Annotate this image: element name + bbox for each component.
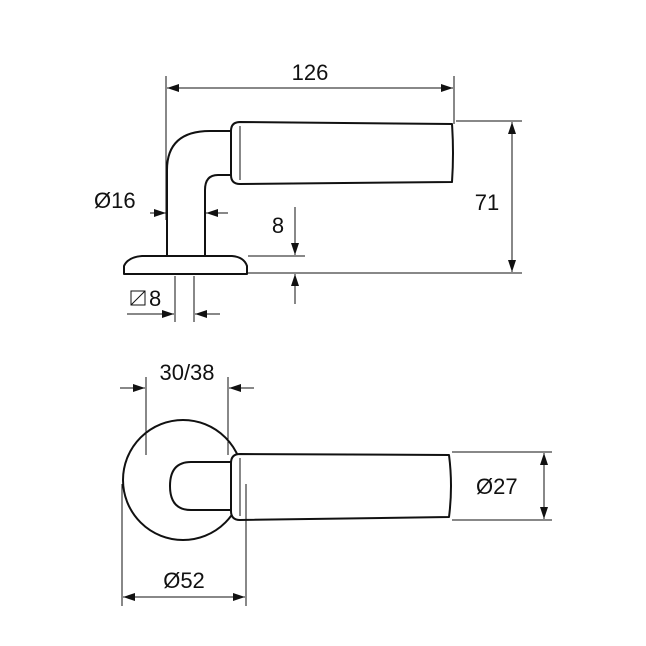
top-view bbox=[122, 419, 452, 541]
side-rose-base bbox=[123, 255, 248, 275]
length-label: 126 bbox=[292, 60, 329, 85]
dim-rose-offset: 8 bbox=[248, 207, 305, 304]
neck-diameter-label: Ø16 bbox=[94, 188, 136, 213]
dim-grip-diameter: Ø27 bbox=[452, 451, 552, 521]
dim-hole-spacing: 30/38 bbox=[120, 360, 254, 455]
top-grip bbox=[230, 453, 452, 521]
square-with-diagonal-icon bbox=[130, 290, 146, 306]
dim-neck-diameter: Ø16 bbox=[94, 188, 228, 217]
rose-diameter-label: Ø52 bbox=[163, 568, 205, 593]
grip-diameter-label: Ø27 bbox=[476, 474, 518, 499]
height-label: 71 bbox=[475, 190, 499, 215]
side-grip bbox=[230, 121, 454, 185]
side-neck bbox=[166, 130, 236, 257]
side-view bbox=[123, 121, 454, 275]
dim-square-spindle: 8 bbox=[127, 276, 220, 322]
dim-length: 126 bbox=[165, 60, 455, 220]
square-spindle-label: 8 bbox=[149, 286, 161, 311]
rose-offset-label: 8 bbox=[272, 213, 284, 238]
hole-spacing-label: 30/38 bbox=[159, 360, 214, 385]
dim-rose-diameter: Ø52 bbox=[121, 484, 247, 606]
dim-height: 71 bbox=[248, 120, 522, 274]
top-neck bbox=[169, 461, 233, 511]
